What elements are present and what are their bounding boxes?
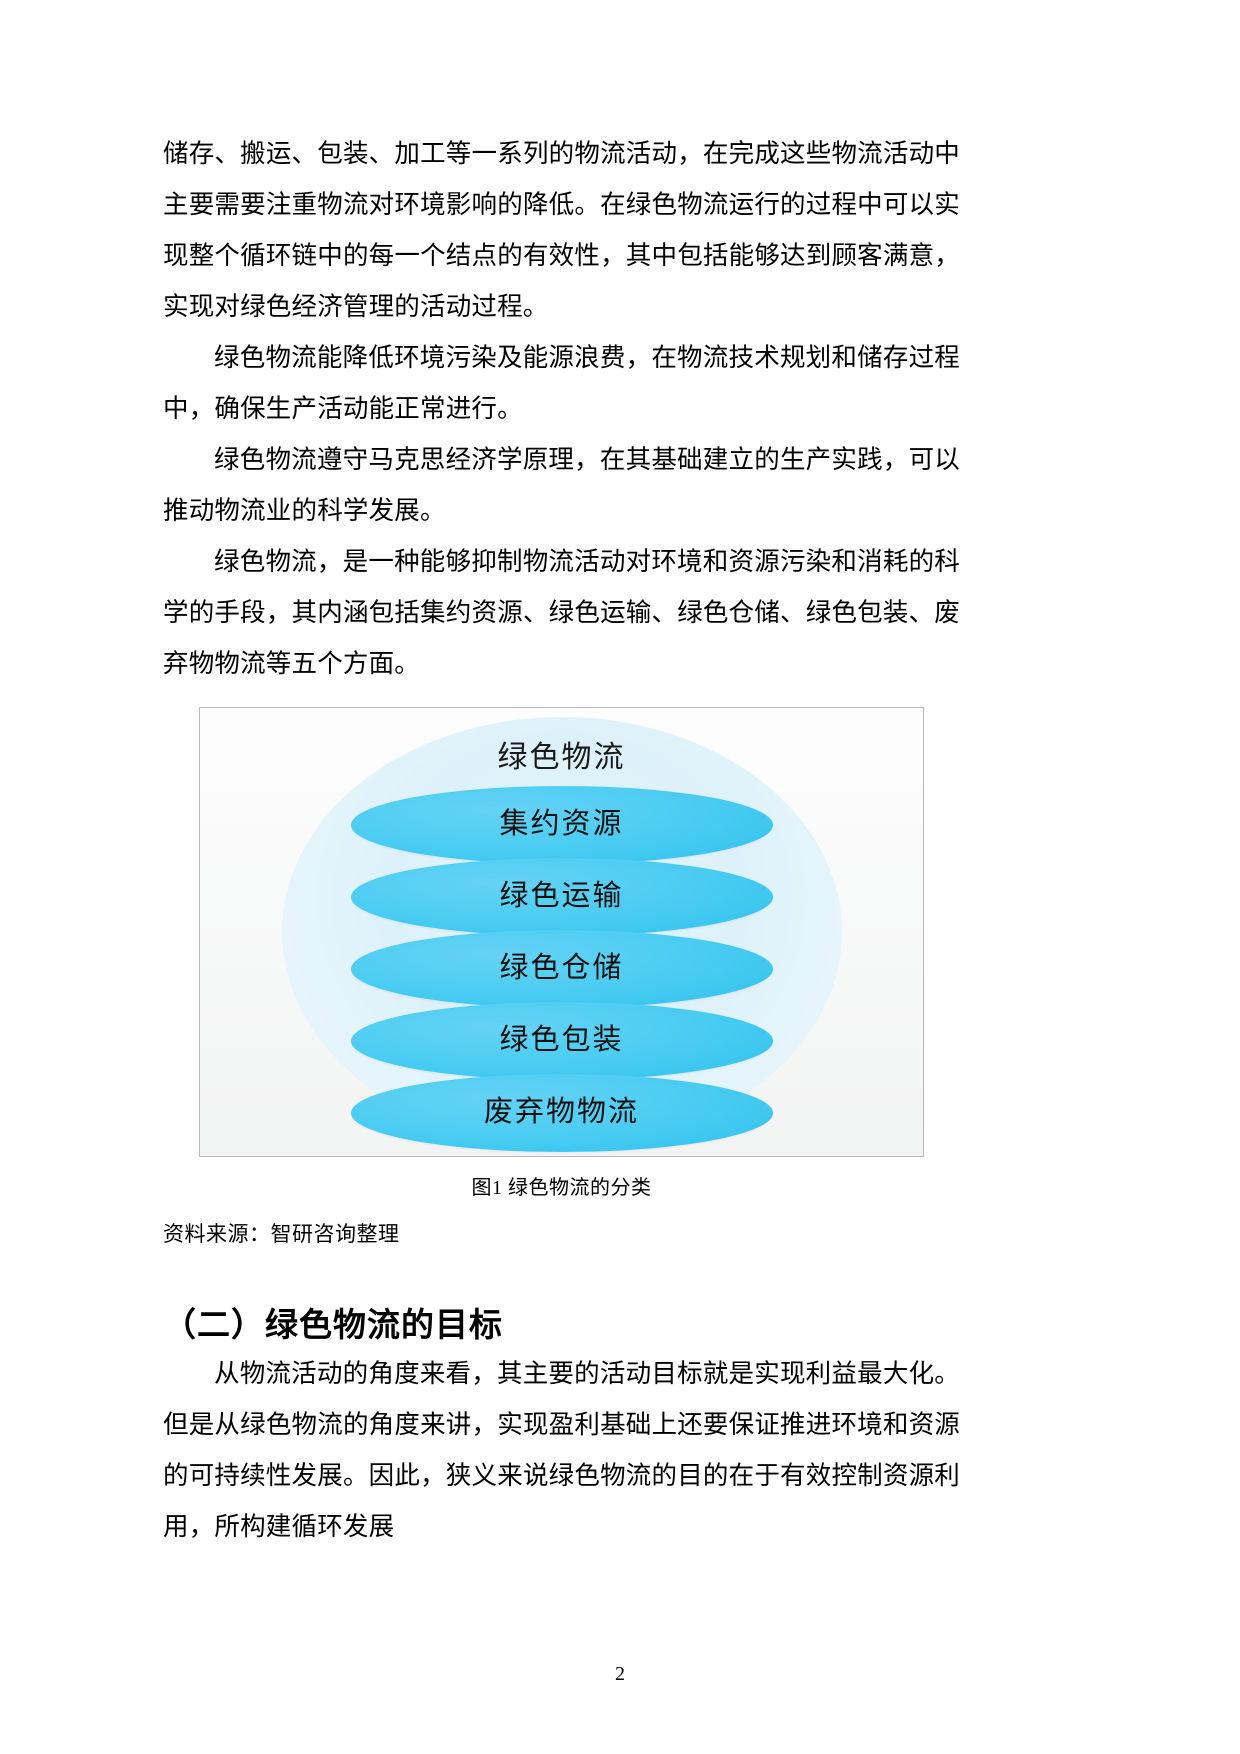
page-content: 储存、搬运、包装、加工等一系列的物流活动，在完成这些物流活动中主要需要注重物流对… (163, 128, 960, 1552)
diagram-title: 绿色物流 (497, 741, 626, 774)
paragraph-1: 储存、搬运、包装、加工等一系列的物流活动，在完成这些物流活动中主要需要注重物流对… (163, 139, 960, 321)
diagram-ellipse-5-label: 废弃物物流 (483, 1095, 639, 1128)
paragraph-3: 绿色物流遵守马克思经济学原理，在其基础建立的生产实践，可以推动物流业的科学发展。 (163, 445, 960, 525)
diagram-ellipse-3-label: 绿色仓储 (499, 951, 624, 984)
diagram-ellipse-1-label: 集约资源 (499, 807, 624, 840)
green-logistics-diagram: 绿色物流 集约资源 绿色运输 绿色仓储 绿色包装 废弃物物流 (199, 707, 924, 1157)
closing-paragraph: 从物流活动的角度来看，其主要的活动目标就是实现利益最大化。但是从绿色物流的角度来… (163, 1359, 960, 1541)
figure-caption: 图1 绿色物流的分类 (471, 1177, 652, 1199)
diagram-ellipse-2: 绿色运输 (350, 858, 773, 936)
section-heading: （二）绿色物流的目标 (163, 1306, 503, 1343)
figure-container: 绿色物流 集约资源 绿色运输 绿色仓储 绿色包装 废弃物物流 (163, 707, 960, 1157)
diagram-ellipse-4-label: 绿色包装 (499, 1023, 624, 1056)
paragraph-2: 绿色物流能降低环境污染及能源浪费，在物流技术规划和储存过程中，确保生产活动能正常… (163, 343, 960, 423)
diagram-ellipse-5: 废弃物物流 (350, 1074, 773, 1152)
page-number: 2 (615, 1663, 625, 1685)
diagram-ellipse-1: 集约资源 (350, 786, 773, 864)
figure-source: 资料来源：智研咨询整理 (163, 1222, 400, 1246)
diagram-ellipse-3: 绿色仓储 (350, 930, 773, 1008)
diagram-ellipse-4: 绿色包装 (350, 1002, 773, 1080)
diagram-ellipse-2-label: 绿色运输 (499, 879, 624, 912)
paragraph-4: 绿色物流，是一种能够抑制物流活动对环境和资源污染和消耗的科学的手段，其内涵包括集… (163, 547, 960, 678)
